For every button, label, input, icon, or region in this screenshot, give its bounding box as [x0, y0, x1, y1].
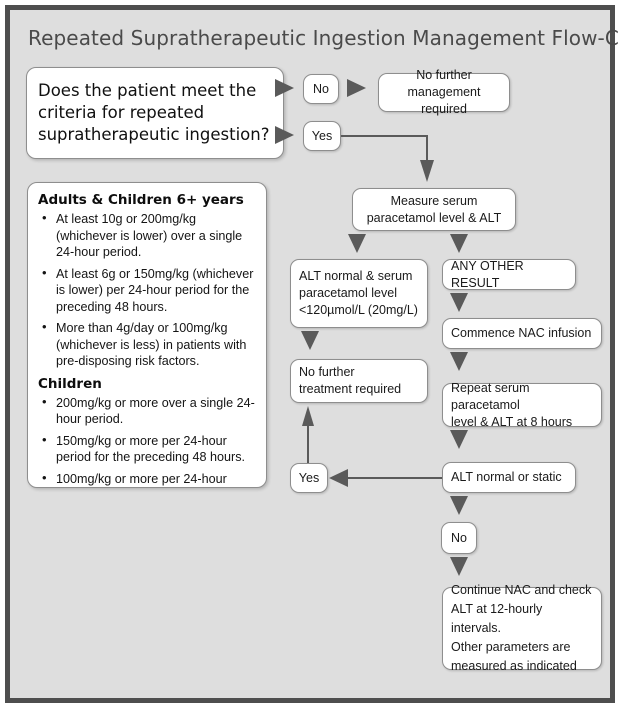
- criteria-list-children: 200mg/kg or more over a single 24-hour p…: [38, 394, 256, 488]
- criteria-heading-children: Children: [38, 375, 102, 392]
- list-item: At least 10g or 200mg/kg (whichever is l…: [42, 210, 256, 261]
- node-line: No further treatment required: [299, 365, 402, 396]
- connector-altstatic-to-yes: [348, 477, 442, 479]
- node-line: Measure serum paracetamol level & ALT: [366, 193, 502, 225]
- question-text: Does the patient meet the criteria for r…: [38, 81, 270, 144]
- connector-yes-vertical: [426, 135, 428, 161]
- node-line: ALT normal or static: [451, 470, 562, 484]
- criteria-list-adults: At least 10g or 200mg/kg (whichever is l…: [38, 210, 256, 370]
- criteria-heading-adults: Adults & Children 6+ years: [38, 192, 244, 208]
- node-continue-nac: Continue NAC and check ALT at 12-hourly …: [442, 583, 602, 673]
- arrow-no-to-nomanagement: [347, 79, 366, 97]
- arrow-altnormal-to-notreatment: [301, 331, 319, 350]
- decision-yes-loop: Yes: [290, 463, 328, 493]
- chart-canvas: Repeated Supratherapeutic Ingestion Mana…: [10, 10, 620, 698]
- page-title: Repeated Supratherapeutic Ingestion Mana…: [28, 26, 620, 50]
- decision-no-bottom: No: [441, 522, 477, 554]
- arrow-measure-to-anyother: [450, 234, 468, 253]
- arrowhead-altstatic-to-yes: [329, 469, 348, 487]
- chart-frame: Repeated Supratherapeutic Ingestion Mana…: [5, 5, 620, 703]
- arrow-question-to-yes: [275, 126, 294, 144]
- arrow-altstatic-to-no: [450, 496, 468, 515]
- node-line: ALT normal & serum paracetamol level <12…: [299, 269, 418, 317]
- list-item: At least 6g or 150mg/kg (whichever is lo…: [42, 265, 256, 316]
- question-box: Does the patient meet the criteria for r…: [26, 67, 284, 159]
- node-no-further-management: No further management required: [378, 68, 510, 116]
- node-alt-normal-serum: ALT normal & serum paracetamol level <12…: [290, 259, 428, 328]
- node-line: Repeat serum paracetamol level & ALT at …: [451, 380, 573, 429]
- node-line: No further management required: [407, 68, 481, 116]
- list-item: 200mg/kg or more over a single 24-hour p…: [42, 394, 256, 428]
- criteria-box: Adults & Children 6+ years At least 10g …: [27, 182, 267, 488]
- node-commence-nac: Commence NAC infusion: [442, 318, 602, 349]
- list-item: 150mg/kg or more per 24-hour period for …: [42, 432, 256, 466]
- list-item: More than 4g/day or 100mg/kg (whichever …: [42, 319, 256, 370]
- decision-yes-top: Yes: [303, 121, 341, 151]
- arrow-measure-to-altnormal: [348, 234, 366, 253]
- arrow-no-to-continuenac: [450, 557, 468, 576]
- node-line: Commence NAC infusion: [451, 326, 592, 340]
- arrowhead-yes-to-measure: [420, 160, 434, 182]
- arrow-nac-to-repeat: [450, 352, 468, 371]
- connector-yes-horizontal: [341, 135, 427, 137]
- arrow-question-to-no: [275, 79, 294, 97]
- arrow-repeat-to-altstatic: [450, 430, 468, 449]
- node-alt-normal-static: ALT normal or static: [442, 462, 576, 493]
- node-any-other-result: ANY OTHER RESULT: [442, 259, 576, 290]
- node-measure-serum: Measure serum paracetamol level & ALT: [352, 188, 516, 231]
- node-line: ANY OTHER RESULT: [451, 258, 524, 290]
- decision-no-top: No: [303, 74, 339, 104]
- node-line: Continue NAC and check ALT at 12-hourly …: [451, 583, 592, 673]
- list-item: 100mg/kg or more per 24-hour period for …: [42, 470, 256, 488]
- node-no-further-treatment: No further treatment required: [290, 359, 428, 403]
- connector-yesloop-vertical: [307, 425, 309, 464]
- arrow-anyother-to-nac: [450, 293, 468, 312]
- node-repeat-serum: Repeat serum paracetamol level & ALT at …: [442, 381, 602, 429]
- arrowhead-yesloop-to-notreatment: [302, 406, 314, 426]
